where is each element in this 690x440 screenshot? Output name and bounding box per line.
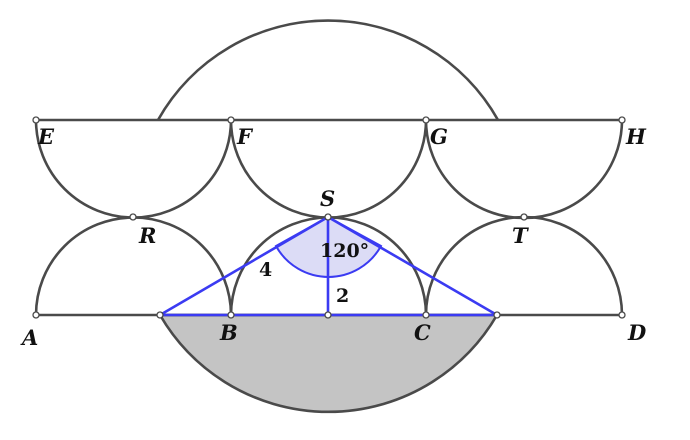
- point-G: [422, 116, 430, 124]
- point-F: [227, 116, 235, 124]
- height-label: 2: [336, 285, 349, 307]
- point-B: [227, 311, 235, 319]
- angle-label: 120°: [320, 240, 369, 262]
- point-C: [422, 311, 430, 319]
- slant-length-label: 4: [259, 259, 272, 281]
- label-B: B: [219, 320, 238, 345]
- point-T: [520, 213, 528, 221]
- label-C: C: [414, 320, 431, 345]
- point-foot: [324, 311, 332, 319]
- semicircle-AB: [34, 216, 233, 316]
- point-S: [324, 213, 332, 221]
- point-R: [129, 213, 137, 221]
- semicircle-EF: [34, 119, 233, 219]
- point-D: [618, 311, 626, 319]
- label-S: S: [320, 186, 335, 211]
- semicircle-GH: [424, 119, 624, 220]
- point-H: [618, 116, 626, 124]
- label-F: F: [236, 124, 254, 149]
- point-base-left: [156, 311, 164, 319]
- triangle-right-side: [327, 215, 498, 317]
- label-H: H: [625, 124, 647, 149]
- label-T: T: [512, 223, 529, 248]
- point-E: [32, 116, 40, 124]
- label-R: R: [138, 223, 156, 248]
- label-D: D: [627, 320, 647, 345]
- triangle-left-side: [159, 215, 329, 317]
- point-base-right: [493, 311, 501, 319]
- point-A: [32, 311, 40, 319]
- top-big-arc: [156, 19, 500, 121]
- shaded-segment: [157, 313, 500, 414]
- label-G: G: [430, 124, 448, 149]
- label-A: A: [20, 325, 38, 350]
- label-E: E: [37, 124, 55, 149]
